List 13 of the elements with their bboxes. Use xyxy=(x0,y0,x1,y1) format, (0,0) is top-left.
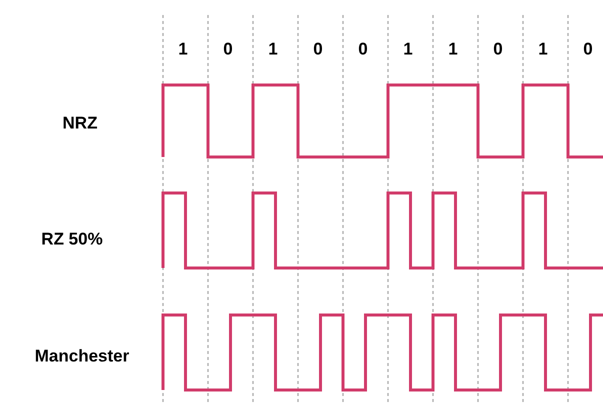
bit-value: 1 xyxy=(448,40,458,58)
bit-value: 0 xyxy=(313,40,323,58)
signal-name: NRZ xyxy=(62,114,98,132)
bit-value: 1 xyxy=(403,40,413,58)
bit-value: 0 xyxy=(493,40,503,58)
bit-value: 0 xyxy=(223,40,233,58)
signal-name: Manchester xyxy=(34,348,130,364)
bit-value: 1 xyxy=(178,40,188,58)
bit-value: 0 xyxy=(358,40,368,58)
signal-name: RZ 50% xyxy=(41,230,103,248)
bit-value: 1 xyxy=(268,40,278,58)
bit-value: 0 xyxy=(583,40,593,58)
bit-value: 1 xyxy=(538,40,548,58)
